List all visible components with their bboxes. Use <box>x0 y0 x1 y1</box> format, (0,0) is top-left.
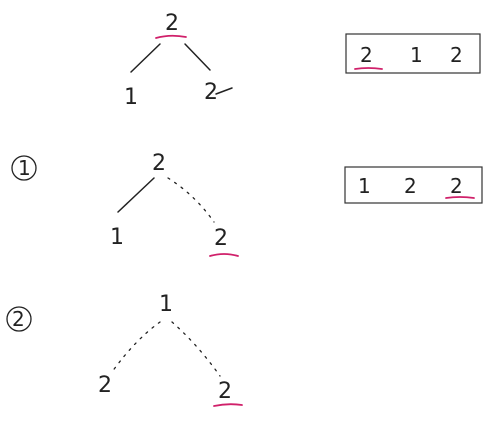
top-tree-left-node: 1 <box>124 85 138 110</box>
top-array-border <box>345 33 481 74</box>
step-2-tree-left-node: 2 <box>98 373 112 398</box>
top-tree-left-edge <box>130 43 161 73</box>
step-1-array-cell-2: 2 <box>450 174 463 198</box>
step-1-label: 1 <box>11 155 37 181</box>
step-1-tree-root-node: 2 <box>152 151 166 176</box>
step-1-circle <box>11 155 37 181</box>
step-2-tree-root-node: 1 <box>159 292 173 317</box>
top-array-cell-2: 2 <box>450 43 463 67</box>
step-2-tree-left-edge <box>111 321 161 373</box>
step-2-tree-right-edge <box>171 321 221 377</box>
step-1-tree-left-edge <box>117 177 155 213</box>
step-2-label: 2 <box>6 306 32 332</box>
step-1-array-box: 1 2 2 <box>344 166 483 204</box>
top-tree-root-node: 2 <box>165 11 179 36</box>
top-tree-right-tail <box>215 87 233 95</box>
top-array-cell-0: 2 <box>360 43 373 67</box>
step-1-tree-left-node: 1 <box>110 225 124 250</box>
step-2-right-highlight <box>213 403 243 407</box>
top-array-cell-0-highlight <box>354 67 383 70</box>
top-array-cell-1: 1 <box>410 43 423 67</box>
step-2-circle <box>6 306 32 332</box>
step-1-number: 1 <box>18 156 31 180</box>
step-1-array-cell-2-highlight <box>445 196 475 199</box>
step-1-array-cell-1: 2 <box>404 174 417 198</box>
top-root-highlight <box>155 34 187 39</box>
step-1-tree: 2 1 2 <box>110 151 239 257</box>
step-2-number: 2 <box>12 307 25 331</box>
top-tree: 2 1 2 <box>124 11 233 110</box>
step-2-tree: 1 2 2 <box>98 292 243 407</box>
step-1-array-border <box>344 166 483 204</box>
step-1-tree-right-edge <box>167 177 215 223</box>
step-1-tree-right-node: 2 <box>214 226 228 251</box>
step-1-array-cell-0: 1 <box>358 174 371 198</box>
top-tree-right-node: 2 <box>204 80 218 105</box>
step-2-tree-right-node: 2 <box>218 379 232 404</box>
top-array-box: 2 1 2 <box>345 33 481 74</box>
step-1-right-highlight <box>209 253 239 257</box>
top-tree-right-edge <box>184 43 211 71</box>
